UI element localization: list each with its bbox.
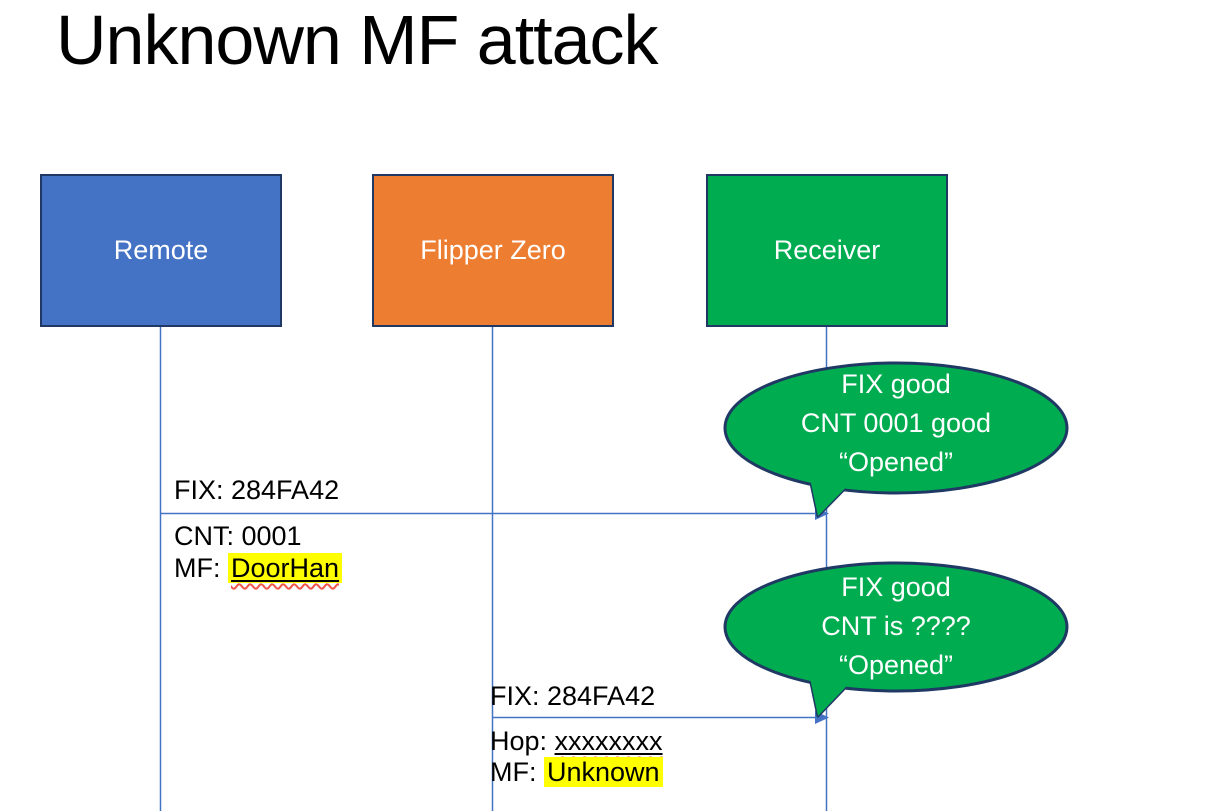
- message2-hop-underline: xxxxxxxx: [555, 726, 663, 756]
- message1-cnt-label: CNT: 0001: [174, 520, 302, 553]
- actor-label-flipper-zero: Flipper Zero: [420, 235, 566, 265]
- actor-box-remote: Remote: [40, 174, 282, 327]
- bubble2-line2: CNT is ????: [821, 611, 971, 641]
- speech-bubble-2-tail-fill: [806, 659, 864, 716]
- speech-bubble-1-text: FIX good CNT 0001 good “Opened”: [726, 365, 1066, 482]
- message2-fix-label: FIX: 284FA42: [490, 681, 656, 711]
- message2-hop-prefix: Hop:: [490, 726, 555, 756]
- message1-fix-label: FIX: 284FA42: [174, 475, 340, 505]
- bubble1-line1: FIX good: [841, 369, 951, 399]
- message2-mf-prefix: MF:: [490, 757, 544, 787]
- message2-mf-label: MF: Unknown: [490, 756, 663, 789]
- actor-label-receiver: Receiver: [773, 235, 881, 265]
- page-title: Unknown MF attack: [56, 1, 659, 79]
- message1-mf-highlight: DoorHan: [228, 553, 343, 583]
- actor-box-receiver: Receiver: [706, 174, 948, 327]
- actor-box-flipper-zero: Flipper Zero: [372, 174, 614, 327]
- speech-bubble-1-tail-fill: [806, 460, 864, 516]
- message1-mf-value: DoorHan: [231, 553, 340, 583]
- message2-hop-label: Hop: xxxxxxxx: [490, 725, 663, 758]
- speech-bubble-1-body: [723, 361, 1069, 495]
- actor-label-remote: Remote: [113, 235, 209, 265]
- message1-mf-prefix: MF:: [174, 553, 228, 583]
- speech-bubble-2-body: [723, 561, 1069, 693]
- bubble1-line2: CNT 0001 good: [800, 408, 992, 438]
- bubble1-line3: “Opened”: [838, 447, 954, 477]
- bubble2-line1: FIX good: [841, 572, 951, 602]
- bubble2-line3: “Opened”: [838, 650, 954, 680]
- message1-cnt-value: 0001: [241, 521, 302, 551]
- message2-hop-value: xxxxxxxx: [554, 726, 663, 756]
- message1-mf-label: MF: DoorHan: [174, 552, 343, 585]
- message2-mf-value: Unknown: [544, 757, 663, 787]
- message1-cnt-prefix: CNT:: [174, 521, 242, 551]
- speech-bubble-2-text: FIX good CNT is ???? “Opened”: [726, 568, 1066, 685]
